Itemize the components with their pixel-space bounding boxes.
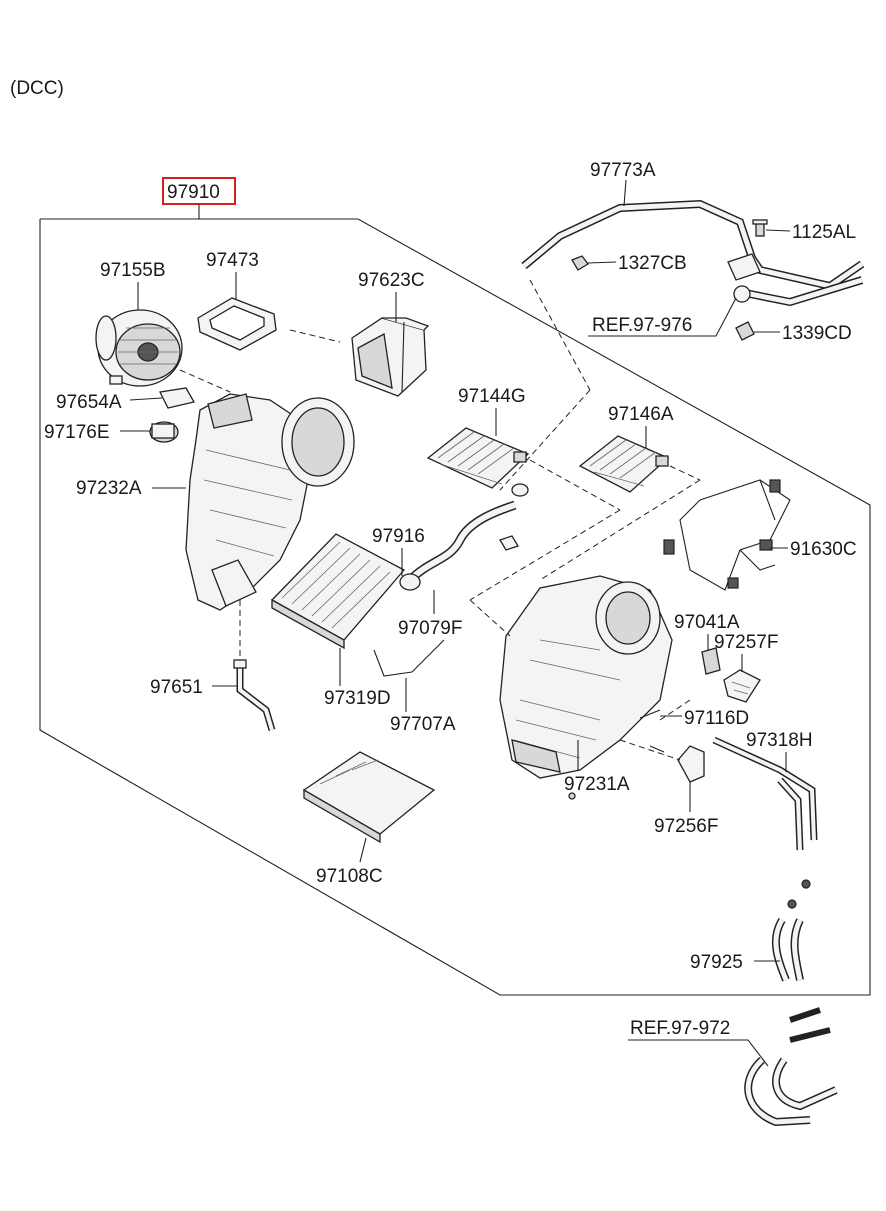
pipe-97318H-part[interactable]: [712, 736, 818, 851]
label-97256F[interactable]: 97256F: [654, 816, 718, 837]
label-97925[interactable]: 97925: [690, 952, 743, 973]
callouts: 97773A 1125AL 1327CB REF.97-976 1339CD 9…: [44, 160, 857, 1067]
drain-hose-97651-part[interactable]: [233, 659, 276, 732]
actuator-97041A-part[interactable]: [701, 647, 721, 675]
bolt-1125AL-part[interactable]: [752, 219, 768, 237]
seal-97473-part[interactable]: [197, 297, 277, 351]
label-97257F[interactable]: 97257F: [714, 632, 778, 653]
actuator-97176E-part[interactable]: [149, 421, 179, 443]
cover-97108C-part[interactable]: [302, 751, 436, 844]
variant-label: (DCC): [10, 78, 64, 99]
label-97319D[interactable]: 97319D: [324, 688, 391, 709]
label-1339CD[interactable]: 1339CD: [782, 323, 852, 344]
pipe-97773A-part[interactable]: [521, 199, 865, 307]
label-ref-97-972[interactable]: REF.97-972: [630, 1018, 730, 1039]
actuator-97257F-part[interactable]: [723, 669, 761, 703]
label-91630C[interactable]: 91630C: [790, 539, 857, 560]
label-97116D[interactable]: 97116D: [684, 708, 749, 729]
label-97473[interactable]: 97473: [206, 250, 259, 271]
case-97232A-part[interactable]: [185, 393, 355, 611]
label-97041A[interactable]: 97041A: [674, 612, 740, 633]
label-97916[interactable]: 97916: [372, 526, 425, 547]
nut-1327CB-part[interactable]: [571, 255, 589, 271]
hose-97079F-part[interactable]: [399, 483, 529, 591]
dashed-guides: [179, 279, 701, 761]
assembly-label-97910[interactable]: 97910: [167, 182, 220, 203]
label-1327CB[interactable]: 1327CB: [618, 253, 687, 274]
resistor-97654A-part[interactable]: [159, 387, 195, 409]
core-97146A-part[interactable]: [578, 435, 670, 493]
label-97108C[interactable]: 97108C: [316, 866, 383, 887]
label-97176E[interactable]: 97176E: [44, 422, 110, 443]
label-97318H[interactable]: 97318H: [746, 730, 813, 751]
link-97116D-part[interactable]: [639, 709, 665, 753]
label-97651[interactable]: 97651: [150, 677, 203, 698]
label-97144G[interactable]: 97144G: [458, 386, 526, 407]
duct-97623C-part[interactable]: [351, 317, 430, 397]
core-97144G-part[interactable]: [426, 427, 530, 489]
label-97707A[interactable]: 97707A: [390, 714, 456, 735]
label-97155B[interactable]: 97155B: [100, 260, 166, 281]
label-97232A[interactable]: 97232A: [76, 478, 142, 499]
label-97231A[interactable]: 97231A: [564, 774, 630, 795]
label-97079F[interactable]: 97079F: [398, 618, 462, 639]
nut-1339CD-part[interactable]: [735, 321, 755, 341]
pipe-97925-part[interactable]: [771, 879, 811, 982]
label-1125AL[interactable]: 1125AL: [792, 222, 856, 243]
heater-core-97916-part[interactable]: [270, 533, 406, 650]
assembly-outline: [39, 218, 871, 996]
actuator-97256F-part[interactable]: [677, 745, 705, 783]
ref-97-972-pipes: [744, 1007, 838, 1127]
harness-91630C-part[interactable]: [663, 479, 791, 591]
label-97146A[interactable]: 97146A: [608, 404, 674, 425]
label-97654A[interactable]: 97654A: [56, 392, 122, 413]
label-ref-97-976[interactable]: REF.97-976: [592, 315, 692, 336]
blower-motor-part[interactable]: [95, 309, 183, 387]
case-97231A-part[interactable]: [499, 575, 673, 800]
pipe-97707A-part[interactable]: [373, 639, 445, 677]
label-97623C[interactable]: 97623C: [358, 270, 425, 291]
label-97773A[interactable]: 97773A: [590, 160, 656, 181]
